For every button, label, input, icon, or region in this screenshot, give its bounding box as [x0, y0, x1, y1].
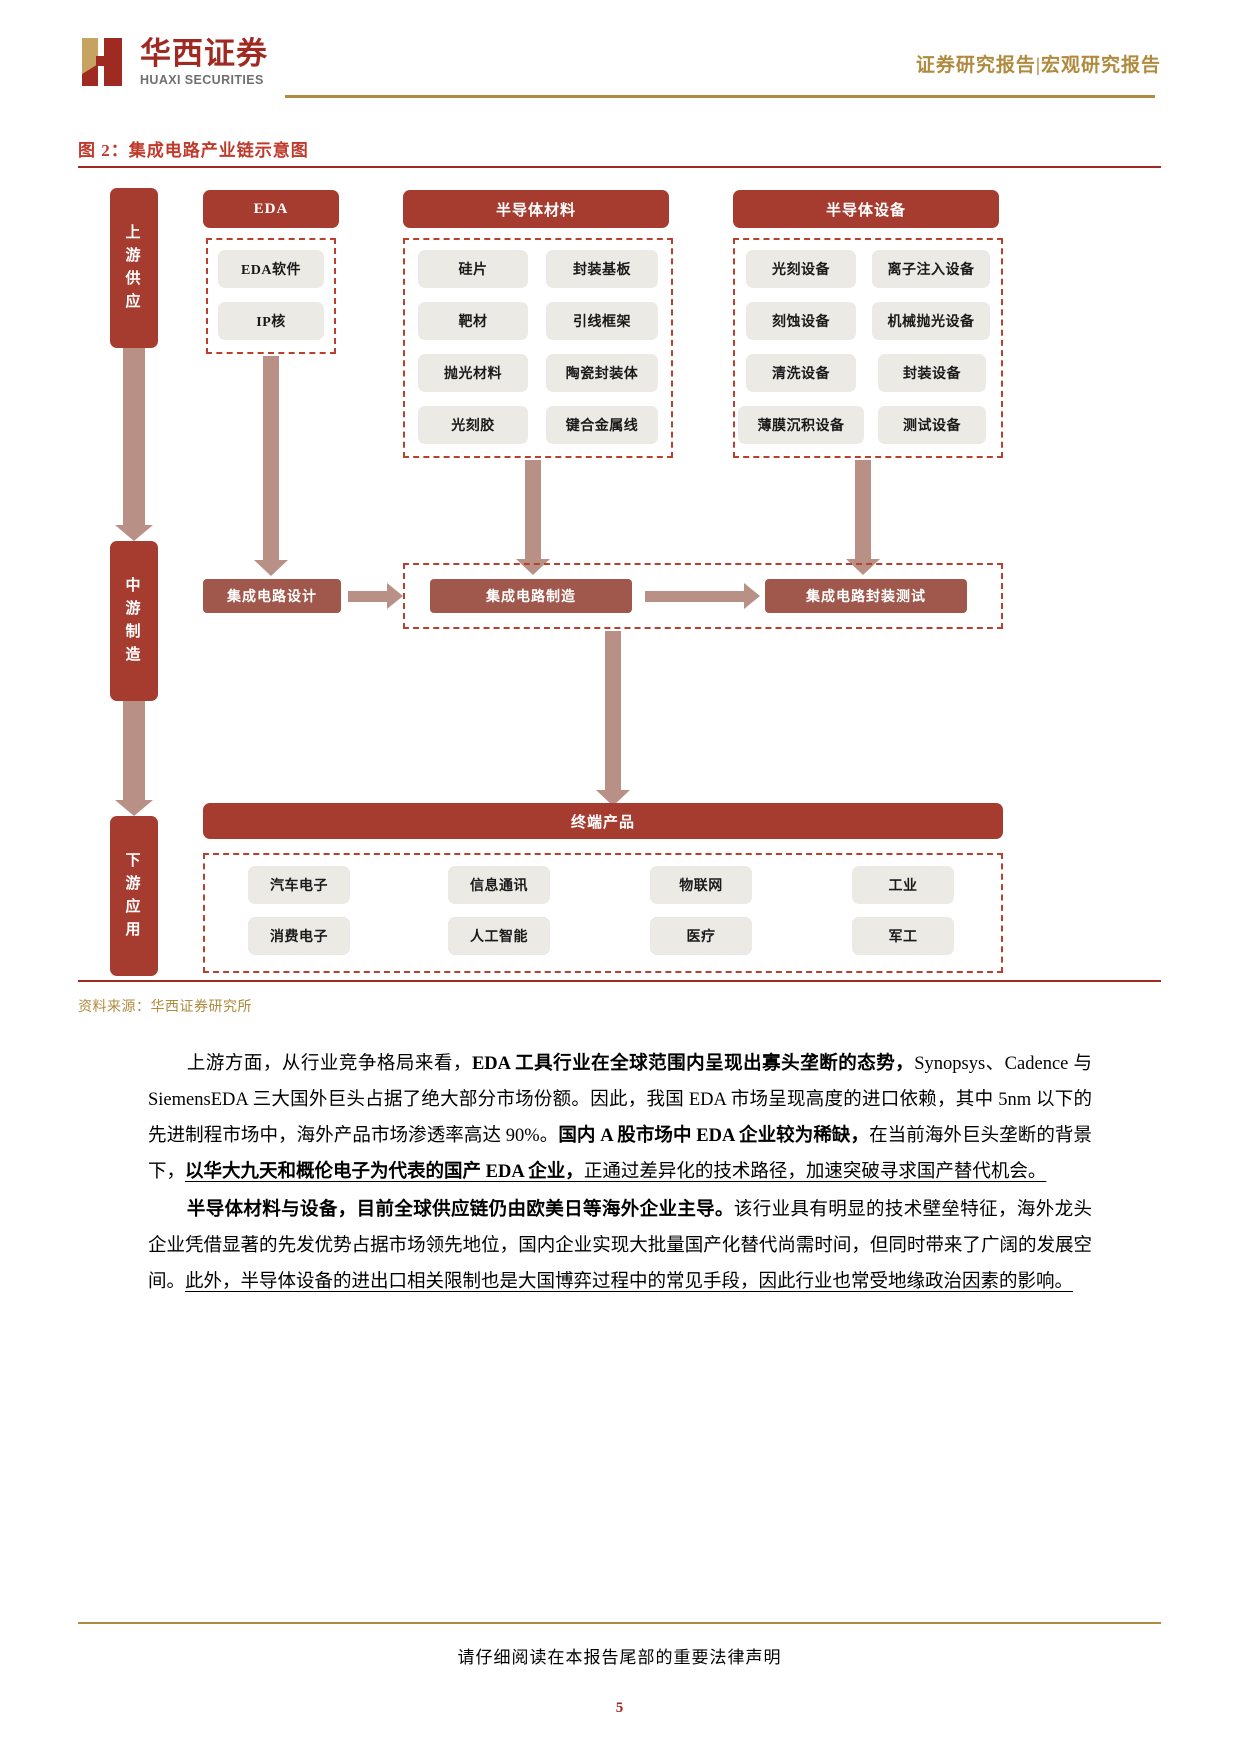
tier-char: 应: [125, 294, 143, 311]
group-box-downstream: [203, 853, 1003, 973]
arrow-materials-to-fab: [516, 460, 550, 575]
chip-material-1: 靶材: [418, 302, 528, 340]
p2-seg4: 此外，半导体设备的进出口相关限制也是大国博弈过程中的常见手段，因此行业也常受地缘…: [185, 1272, 1074, 1292]
p1-seg5: 在当前海外巨头垄断的背景下，: [148, 1126, 1092, 1182]
chip-material-2: 抛光材料: [418, 354, 528, 392]
p1-seg3: Synopsys、Cadence 与 SiemensEDA 三大国外巨头占据了绝…: [148, 1054, 1092, 1146]
tier-char: 造: [125, 647, 143, 664]
industry-chain-diagram: 上 游 供 应 中 游 制 造 下 游 应 用 EDA EDA软件 IP核 半导…: [0, 166, 1239, 980]
tier-label-downstream: 下 游 应 用: [110, 816, 158, 976]
chip-application-2: 物联网: [650, 866, 752, 904]
chip-material-7: 键合金属线: [546, 406, 658, 444]
process-ic-manufacturing: 集成电路制造: [430, 579, 632, 613]
chip-equipment-7: 测试设备: [878, 406, 986, 444]
footer-divider: [78, 1622, 1161, 1624]
category-header-eda: EDA: [203, 190, 339, 228]
group-box-equipment: [733, 238, 1003, 458]
chip-application-7: 军工: [852, 917, 954, 955]
chip-application-0: 汽车电子: [248, 866, 350, 904]
chip-equipment-2: 清洗设备: [746, 354, 856, 392]
arrow-design-to-fab: [348, 583, 403, 609]
page-header: 华西证券 HUAXI SECURITIES 证券研究报告|宏观研究报告: [0, 0, 1239, 112]
page-number: 5: [615, 1700, 624, 1716]
figure-source: 资料来源：华西证券研究所: [78, 1000, 252, 1015]
chip-material-6: 陶瓷封装体: [546, 354, 658, 392]
arrow-eda-to-design: [254, 356, 288, 576]
tier-char: 游: [125, 247, 143, 264]
p1-seg6: 以华大九天和概伦电子为代表的国产 EDA 企业，: [185, 1162, 584, 1182]
tier-label-upstream: 上 游 供 应: [110, 188, 158, 348]
arrow-midstream-to-end-products: [596, 631, 630, 806]
category-header-materials: 半导体材料: [403, 190, 669, 228]
chip-equipment-1: 刻蚀设备: [746, 302, 856, 340]
p2-seg2: 目前全球供应链仍由欧美日等海外企业主导。: [356, 1200, 734, 1220]
category-header-equipment: 半导体设备: [733, 190, 999, 228]
process-ic-design: 集成电路设计: [203, 579, 341, 613]
tier-char: 上: [125, 224, 143, 241]
end-products-banner: 终端产品: [203, 803, 1003, 839]
tier-char: 制: [125, 624, 143, 640]
group-box-eda: [206, 238, 336, 354]
tier-char: 游: [125, 600, 143, 617]
paragraph-upstream: 上游方面，从行业竞争格局来看，EDA 工具行业在全球范围内呈现出寡头垄断的态势，…: [148, 1046, 1092, 1190]
chip-equipment-3: 薄膜沉积设备: [738, 406, 864, 444]
chip-application-3: 工业: [852, 866, 954, 904]
chip-eda-software: EDA软件: [218, 250, 324, 288]
p2-seg1: 半导体材料与设备，: [186, 1200, 357, 1220]
chip-equipment-6: 封装设备: [878, 354, 986, 392]
arrow-fab-to-packaging: [645, 583, 760, 609]
brand-logo: 华西证券 HUAXI SECURITIES: [78, 34, 268, 90]
huaxi-logo-icon: [78, 34, 130, 90]
chip-material-3: 光刻胶: [418, 406, 528, 444]
chip-material-4: 封装基板: [546, 250, 658, 288]
tier-char: 游: [125, 875, 143, 892]
chip-equipment-4: 离子注入设备: [872, 250, 990, 288]
brand-name-en: HUAXI SECURITIES: [140, 72, 264, 87]
tier-char: 下: [125, 852, 143, 869]
group-box-midstream: [403, 563, 1003, 629]
process-ic-packaging-test: 集成电路封装测试: [765, 579, 967, 613]
chip-application-1: 信息通讯: [448, 866, 550, 904]
footer-disclaimer: 请仔细阅读在本报告尾部的重要法律声明: [457, 1648, 782, 1667]
tier-char: 供: [125, 271, 143, 287]
brand-name-cn: 华西证券: [140, 35, 268, 71]
chip-ip-core: IP核: [218, 302, 324, 340]
chip-material-0: 硅片: [418, 250, 528, 288]
header-divider: [285, 95, 1155, 98]
figure-top-rule: [78, 166, 1161, 168]
chip-application-5: 人工智能: [448, 917, 550, 955]
p1-seg2: EDA 工具行业在全球范围内呈现出寡头垄断的态势，: [471, 1054, 915, 1074]
tier-arrow-mid-to-down: [115, 701, 153, 816]
chip-application-4: 消费电子: [248, 917, 350, 955]
arrow-equipment-to-fab: [846, 460, 880, 575]
p1-seg7: 正通过差异化的技术路径，加速突破寻求国产替代机会。: [583, 1162, 1047, 1182]
p1-seg1: 上游方面，从行业竞争格局来看，: [186, 1054, 472, 1074]
article-body: 上游方面，从行业竞争格局来看，EDA 工具行业在全球范围内呈现出寡头垄断的态势，…: [148, 1046, 1092, 1302]
paragraph-materials-equipment: 半导体材料与设备，目前全球供应链仍由欧美日等海外企业主导。该行业具有明显的技术壁…: [148, 1192, 1092, 1300]
tier-char: 中: [125, 577, 143, 594]
report-type-label: 证券研究报告|宏观研究报告: [915, 55, 1161, 76]
chip-equipment-0: 光刻设备: [746, 250, 856, 288]
tier-label-midstream: 中 游 制 造: [110, 541, 158, 701]
figure-title: 图 2：集成电路产业链示意图: [78, 141, 309, 160]
chip-equipment-5: 机械抛光设备: [872, 302, 990, 340]
tier-arrow-upstream-to-mid: [115, 348, 153, 541]
tier-char: 应: [125, 899, 143, 915]
p2-seg3: 该行业具有明显的技术壁垒特征，海外龙头企业凭借显著的先发优势占据市场领先地位，国…: [148, 1200, 1092, 1292]
tier-char: 用: [125, 922, 143, 939]
chip-application-6: 医疗: [650, 917, 752, 955]
p1-seg4: 国内 A 股市场中 EDA 企业较为稀缺，: [558, 1126, 870, 1146]
figure-bottom-rule: [78, 980, 1161, 982]
group-box-materials: [403, 238, 673, 458]
chip-material-5: 引线框架: [546, 302, 658, 340]
